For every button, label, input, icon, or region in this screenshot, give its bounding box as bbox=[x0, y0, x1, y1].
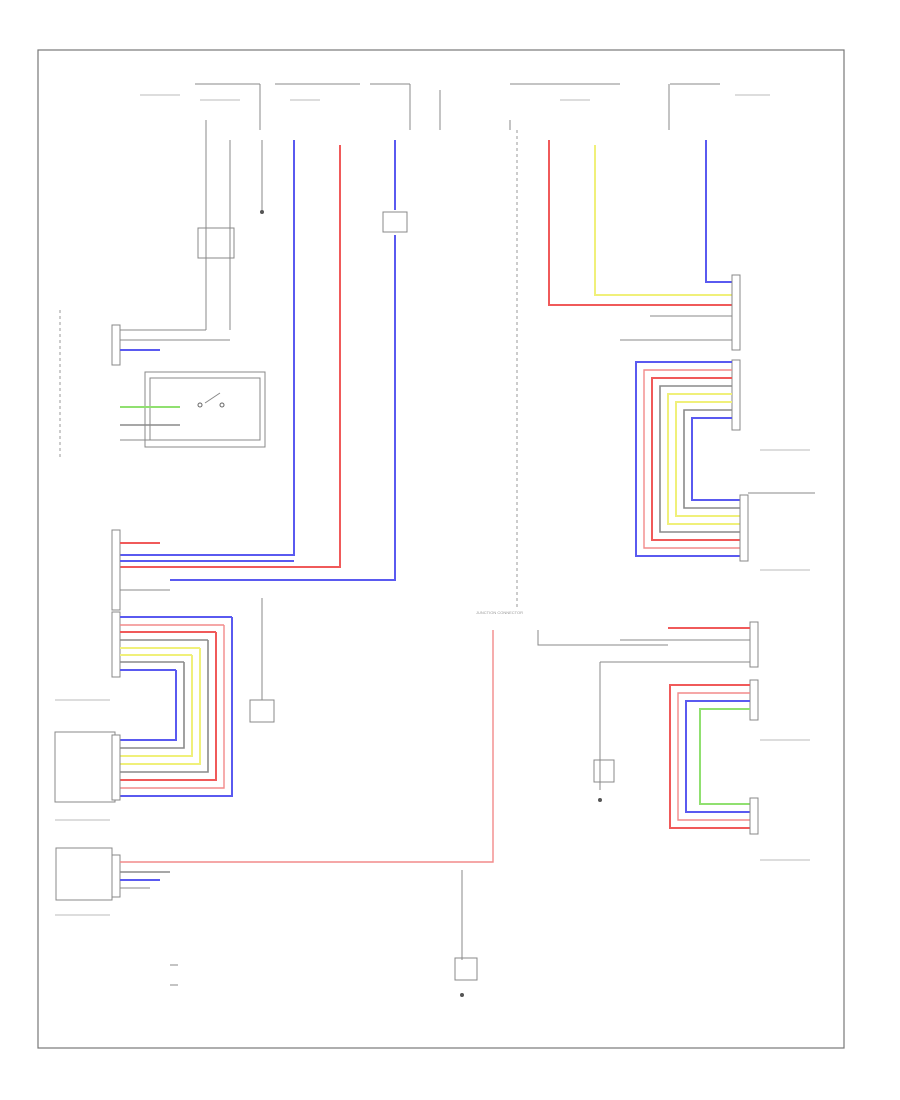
left-control-connector bbox=[54, 529, 294, 803]
junction-connector-label: JUNCTION CONNECTOR bbox=[476, 610, 523, 615]
ground-symbol bbox=[260, 210, 264, 214]
tiny-label-marks bbox=[55, 94, 810, 916]
left-switch-stack bbox=[120, 120, 264, 341]
switch-assembly-left bbox=[59, 310, 266, 460]
right-sensor-bundle bbox=[635, 359, 815, 562]
junction-connector: JUNCTION CONNECTOR bbox=[476, 130, 668, 646]
right-feed-wires bbox=[548, 140, 741, 351]
diagram-border bbox=[37, 49, 845, 1049]
right-lower-control bbox=[593, 621, 759, 835]
main-feed-wires-left bbox=[118, 140, 408, 581]
junction-red-run bbox=[120, 630, 494, 997]
top-fuse-headers bbox=[195, 83, 720, 130]
left-lower-module bbox=[55, 847, 178, 986]
